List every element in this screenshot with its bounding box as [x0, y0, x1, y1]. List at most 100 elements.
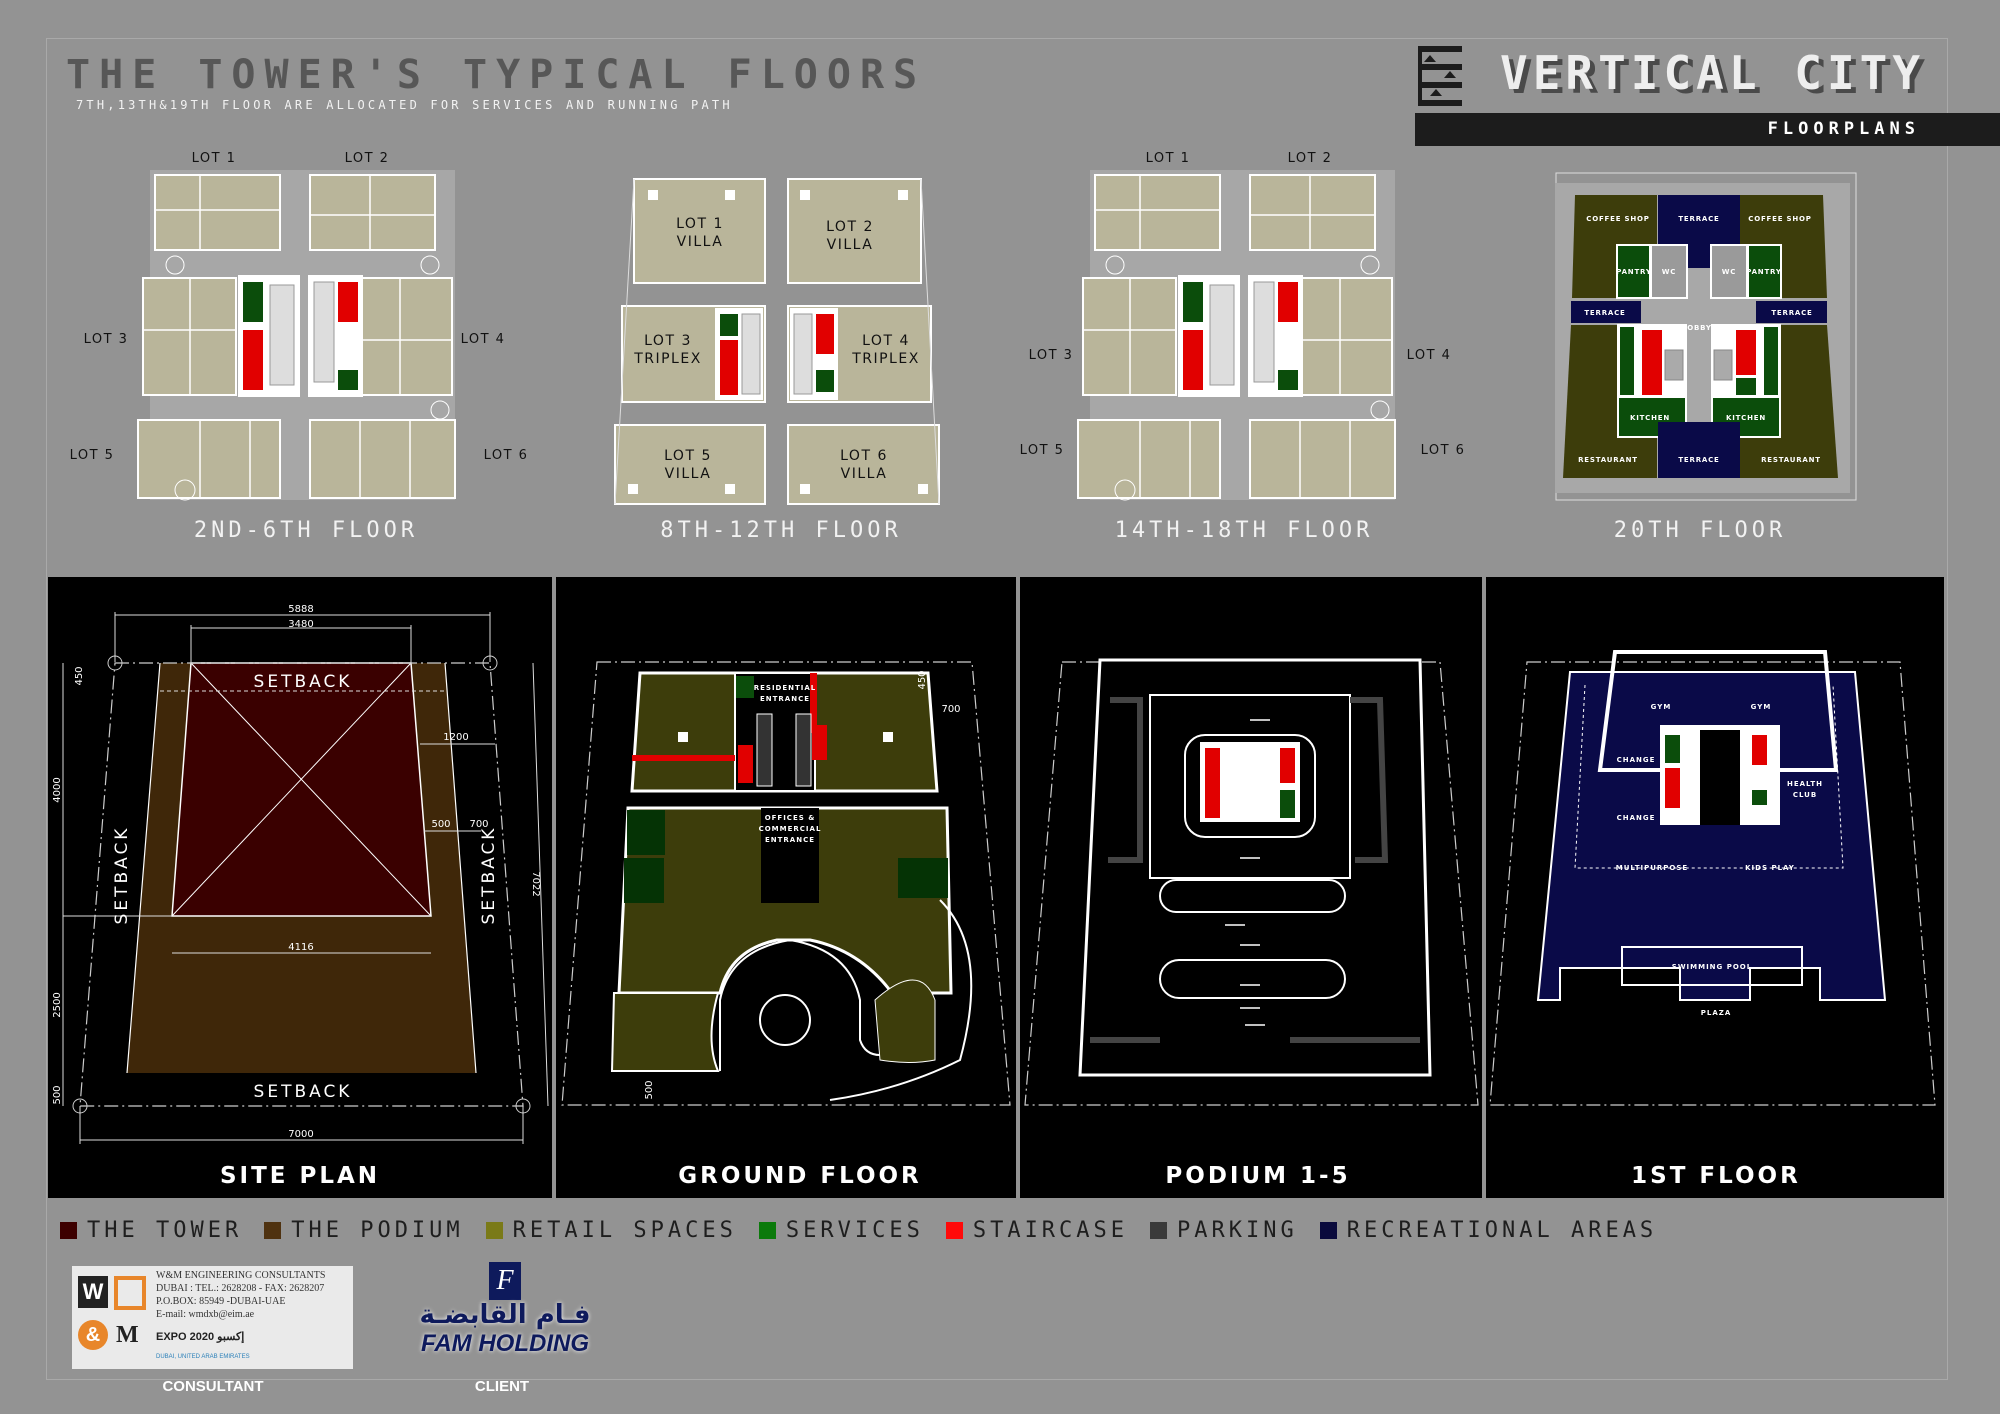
- page-subtitle: 7TH,13TH&19TH FLOOR ARE ALLOCATED FOR SE…: [76, 98, 733, 112]
- lot-label: LOT 3: [1029, 348, 1074, 363]
- floor-label-2nd-6th: 2ND-6TH FLOOR: [193, 518, 419, 543]
- room-label: RESIDENTIAL: [754, 684, 817, 692]
- lot-label: LOT 1: [676, 216, 724, 232]
- room-label: RESTAURANT: [1578, 456, 1638, 464]
- lot-label: LOT 6: [840, 448, 888, 464]
- room-label: CHANGE: [1617, 756, 1656, 764]
- dimension-label: 4000: [52, 777, 63, 802]
- lot-label: LOT 2: [1288, 151, 1333, 166]
- floorplan-8th-12th: [614, 178, 940, 505]
- room-label: TERRACE: [1584, 309, 1625, 317]
- lot-label: LOT 4: [1407, 348, 1452, 363]
- legend-item-recreational: RECREATIONAL AREAS: [1319, 1218, 1657, 1243]
- room-label: WC: [1722, 268, 1736, 276]
- floor-label-8th-12th: 8TH-12TH FLOOR: [660, 518, 902, 543]
- lot-label: LOT 1: [192, 151, 237, 166]
- room-label: ENTRANCE: [765, 836, 815, 844]
- room-label: PANTRY: [1746, 268, 1782, 276]
- room-label: GYM: [1751, 703, 1772, 711]
- page-title: THE TOWER'S TYPICAL FLOORS: [66, 52, 927, 98]
- lot-label: LOT 5: [70, 448, 115, 463]
- lot-label: LOT 2: [826, 219, 874, 235]
- room-label: KITCHEN: [1630, 414, 1670, 422]
- setback-label: SETBACK: [112, 826, 132, 925]
- dimension-label: 700: [469, 819, 488, 830]
- plan-title: SITE PLAN: [220, 1163, 380, 1189]
- dimension-label: 4116: [288, 942, 313, 953]
- room-label: RESTAURANT: [1761, 456, 1821, 464]
- lot-label: LOT 1: [1146, 151, 1191, 166]
- dimension-label: 500: [644, 1080, 655, 1099]
- setback-label: SETBACK: [254, 672, 353, 692]
- plan-title: PODIUM 1-5: [1165, 1163, 1350, 1189]
- lot-label: LOT 2: [345, 151, 390, 166]
- section-band: FLOORPLANS: [1415, 113, 2000, 146]
- floor-label-14th-18th: 14TH-18TH FLOOR: [1114, 518, 1374, 543]
- floorplan-2nd-6th: [137, 169, 456, 501]
- lot-type: TRIPLEX: [851, 351, 920, 367]
- floor-label-20th: 20TH FLOOR: [1613, 518, 1787, 543]
- room-label: OFFICES &: [765, 814, 816, 822]
- room-label: CLUB: [1793, 791, 1817, 799]
- lot-label: LOT 3: [644, 333, 692, 349]
- room-label: COFFEE SHOP: [1586, 215, 1649, 223]
- room-label: ENTRANCE: [760, 695, 810, 703]
- dimension-label: 3480: [288, 619, 313, 630]
- room-label: SWIMMING POOL: [1672, 963, 1752, 971]
- lot-type: TRIPLEX: [633, 351, 702, 367]
- room-label: CHANGE: [1617, 814, 1656, 822]
- legend-item-retail: RETAIL SPACES: [485, 1218, 737, 1243]
- room-label: COFFEE SHOP: [1748, 215, 1811, 223]
- dimension-label: 500: [431, 819, 450, 830]
- lot-type: VILLA: [665, 466, 712, 482]
- building-logo-icon: [1418, 46, 1462, 106]
- podium-drawing: [1024, 658, 1479, 1106]
- consultant-label: CONSULTANT: [162, 1378, 264, 1395]
- lot-type: VILLA: [827, 237, 874, 253]
- setback-label: SETBACK: [254, 1082, 353, 1102]
- room-label: KITCHEN: [1726, 414, 1766, 422]
- section-label: FLOORPLANS: [1767, 119, 1920, 139]
- legend-item-parking: PARKING: [1150, 1218, 1298, 1243]
- dimension-label: 7022: [530, 871, 541, 896]
- plan-title: GROUND FLOOR: [678, 1163, 922, 1189]
- lot-label: LOT 3: [84, 332, 129, 347]
- floorplan-20th: [1555, 172, 1857, 501]
- room-label: PANTRY: [1616, 268, 1652, 276]
- room-label: LOBBY: [1682, 324, 1712, 332]
- dimension-label: 700: [941, 704, 960, 715]
- room-label: WC: [1662, 268, 1676, 276]
- room-label: KIDS PLAY: [1745, 864, 1795, 872]
- dimension-label: 500: [52, 1085, 63, 1104]
- room-label: TERRACE: [1678, 456, 1719, 464]
- lot-label: LOT 6: [484, 448, 529, 463]
- first-floor-drawing: [1489, 650, 1936, 1106]
- dimension-label: 7000: [288, 1129, 313, 1140]
- dimension-label: 5888: [288, 604, 313, 615]
- room-label: GYM: [1651, 703, 1672, 711]
- room-label: TERRACE: [1678, 215, 1719, 223]
- legend: THE TOWER THE PODIUM RETAIL SPACES SERVI…: [60, 1218, 1657, 1243]
- lot-type: VILLA: [841, 466, 888, 482]
- site-plan-drawing: [62, 612, 549, 1144]
- client-label: CLIENT: [474, 1378, 530, 1395]
- room-label: HEALTH: [1787, 780, 1823, 788]
- brand-title: VERTICAL CITY: [1500, 46, 1926, 100]
- legend-item-staircase: STAIRCASE: [945, 1218, 1128, 1243]
- lot-label: LOT 4: [862, 333, 910, 349]
- ground-floor-drawing: [561, 661, 1011, 1106]
- legend-item-podium: THE PODIUM: [264, 1218, 463, 1243]
- dimension-label: 450: [74, 666, 85, 685]
- room-label: PLAZA: [1701, 1009, 1732, 1017]
- dimension-label: 2500: [52, 992, 63, 1017]
- dimension-label: 450: [917, 670, 928, 689]
- lot-type: VILLA: [677, 234, 724, 250]
- room-label: MULTIPURPOSE: [1616, 864, 1688, 872]
- lot-label: LOT 5: [664, 448, 712, 464]
- lot-label: LOT 4: [461, 332, 506, 347]
- legend-item-tower: THE TOWER: [60, 1218, 242, 1243]
- floorplan-14th-18th: [1077, 169, 1396, 501]
- room-label: TERRACE: [1771, 309, 1812, 317]
- room-label: COMMERCIAL: [759, 825, 822, 833]
